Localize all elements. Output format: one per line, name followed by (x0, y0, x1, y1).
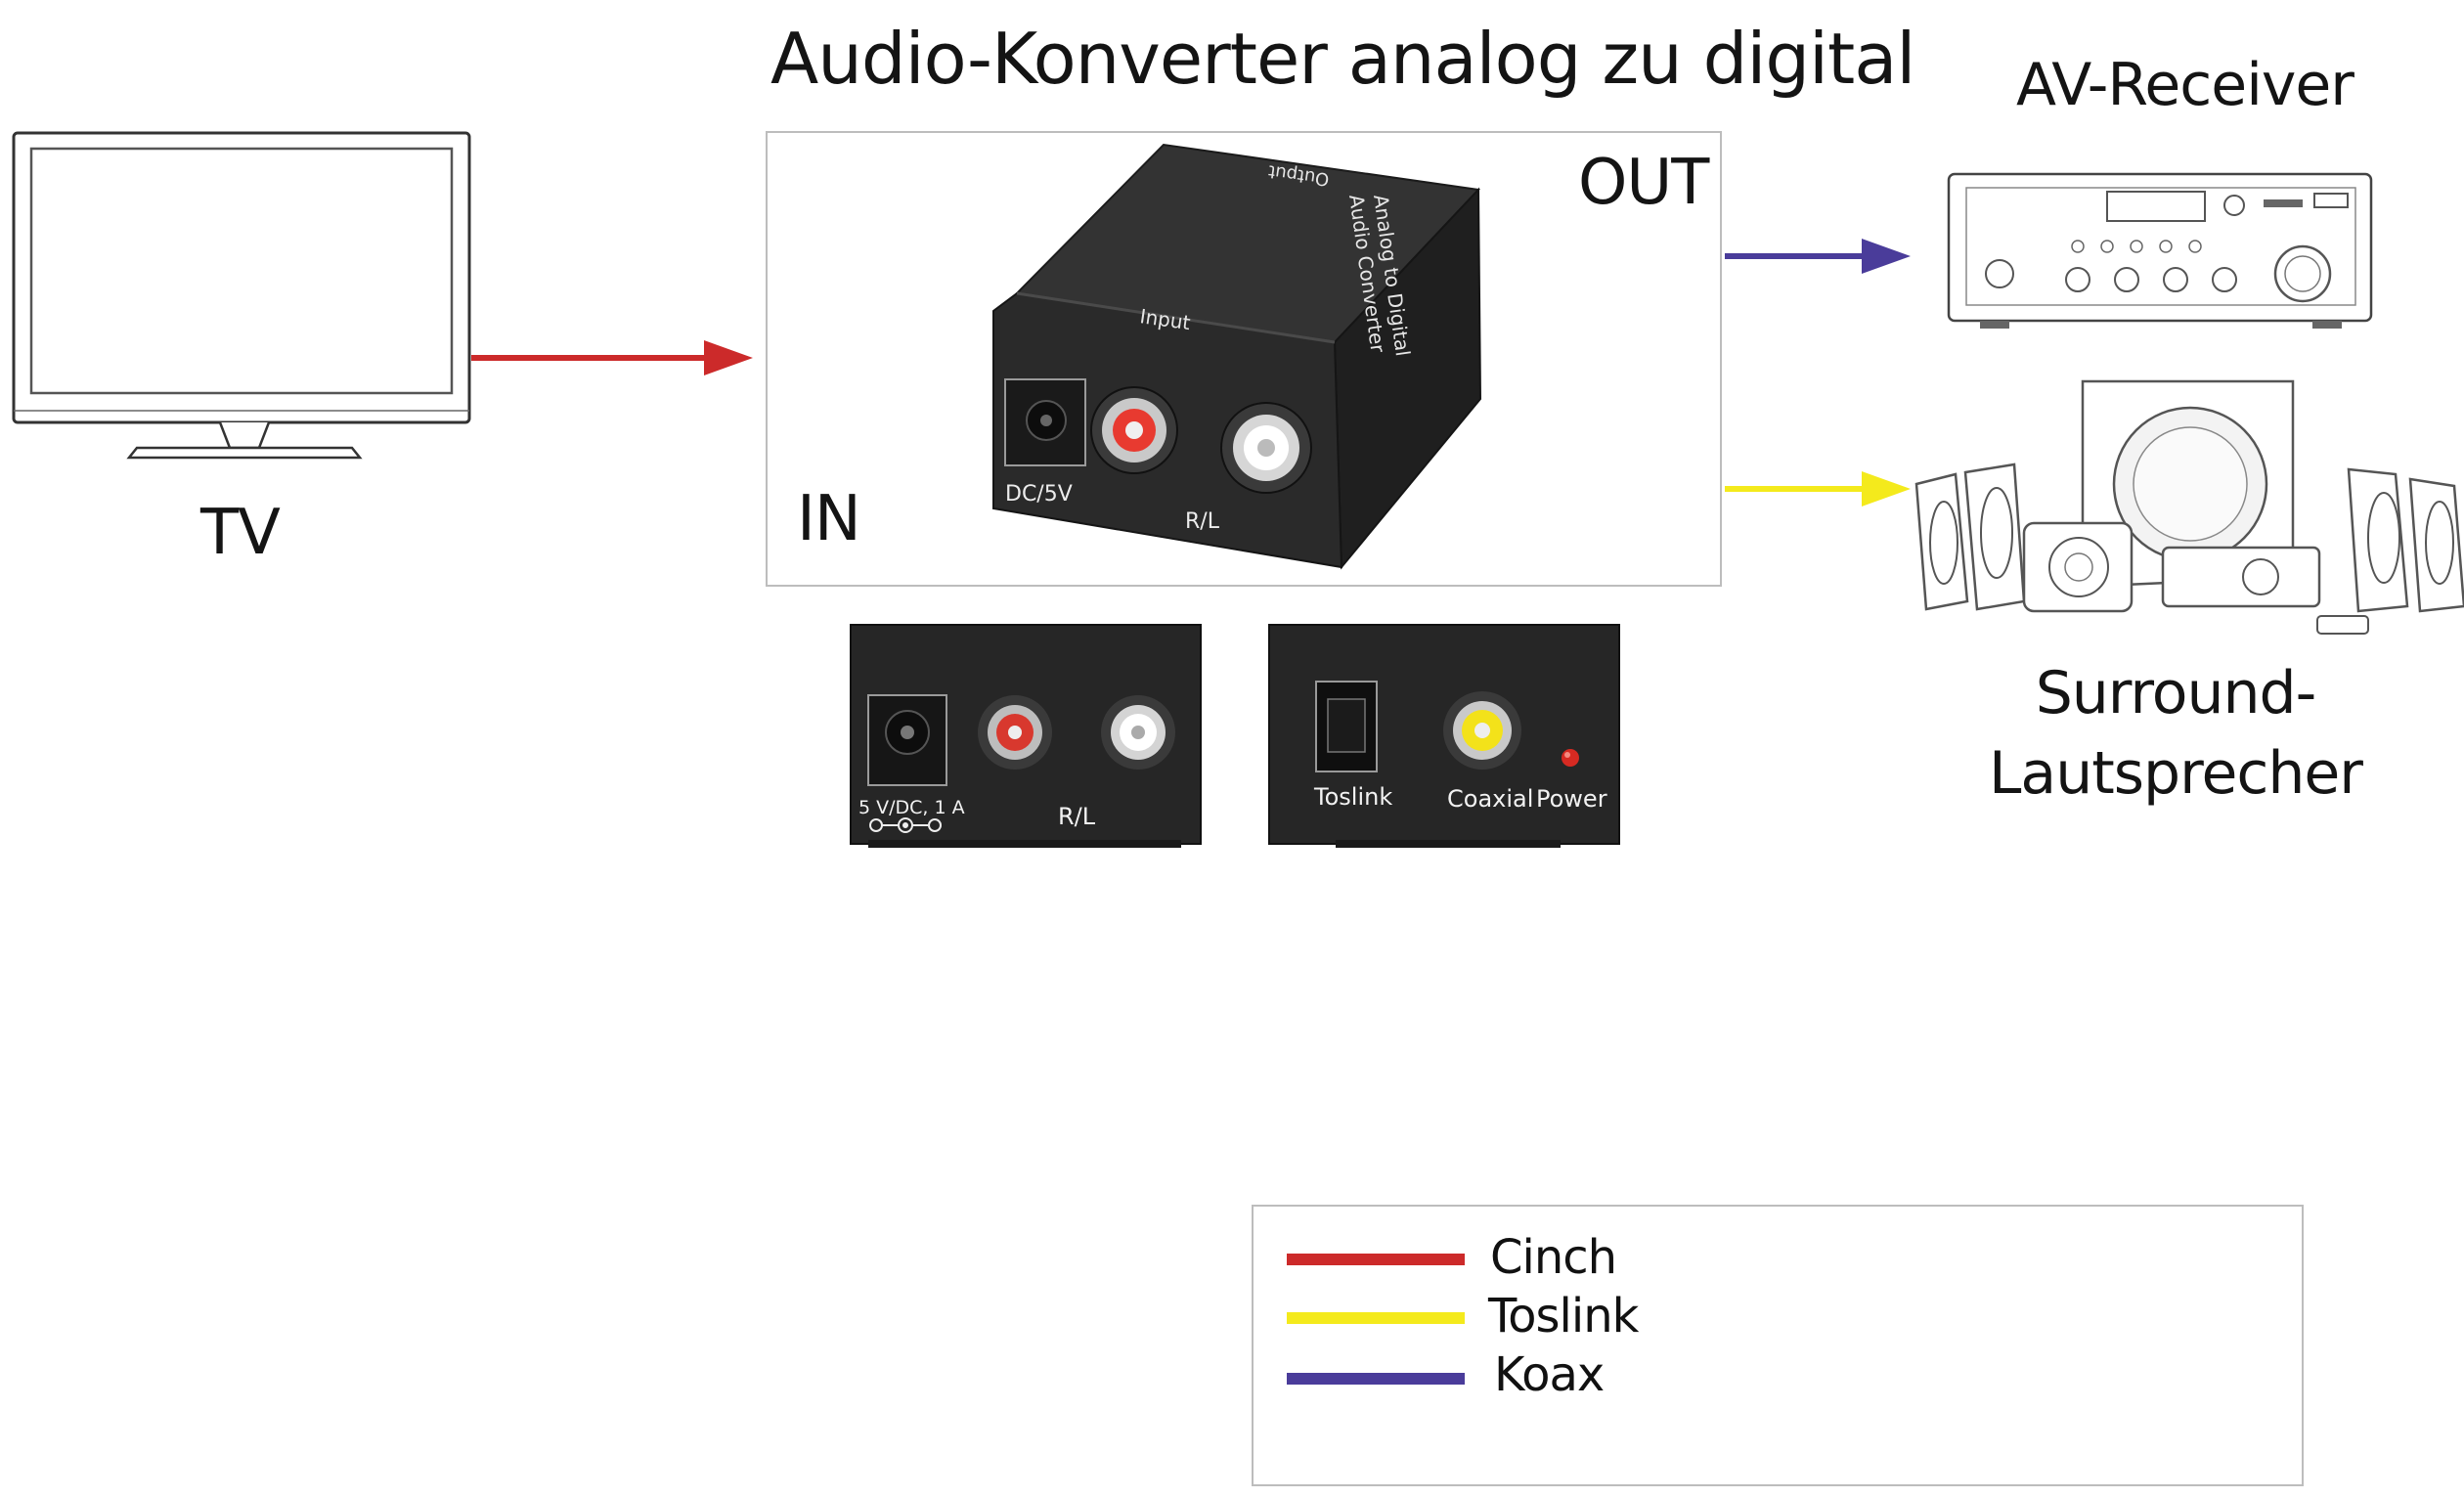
legend-cinch-swatch (1287, 1254, 1465, 1265)
toslink-arrow-head (1862, 471, 1911, 507)
legend-toslink-swatch (1287, 1312, 1465, 1324)
input-panel-power-label: 5 V/DC, 1 A (858, 797, 965, 818)
tv-screen (29, 147, 454, 395)
output-arrows (1725, 239, 1911, 507)
diagram-title: Audio-Konverter analog zu digital (770, 18, 1915, 100)
input-panel-rl-label: R/L (1058, 803, 1096, 830)
output-panel-toslink-label: Toslink (1314, 783, 1393, 811)
output-panel-coaxial-label: Coaxial (1447, 785, 1534, 813)
converter-rl-label: R/L (1185, 509, 1220, 534)
legend-koax-swatch (1287, 1373, 1465, 1385)
tv-neck (218, 421, 271, 450)
converter-frame (766, 131, 1722, 587)
in-label: IN (797, 483, 861, 555)
polarity-symbol-icon (869, 817, 942, 833)
input-panel: 5 V/DC, 1 A R/L (849, 623, 1203, 850)
out-label: OUT (1578, 147, 1709, 219)
cinch-arrow (471, 340, 753, 375)
output-panel: Toslink Coaxial Power (1267, 623, 1621, 850)
av-receiver-illustration (1947, 172, 2373, 329)
surround-speakers-illustration (1914, 379, 2464, 635)
converter-dc-label: DC/5V (1005, 482, 1073, 507)
surround-label-line2: Lautsprecher (1989, 739, 2363, 808)
cinch-arrow-head (704, 340, 753, 375)
surround-label: Surround- Lautsprecher (1989, 653, 2363, 814)
legend-toslink-label: Toslink (1488, 1289, 1639, 1344)
converter-device: Analog to Digital Audio Converter Output… (992, 143, 1482, 570)
legend-cinch-label: Cinch (1490, 1230, 1617, 1285)
av-receiver-label: AV-Receiver (2016, 51, 2354, 119)
legend-koax-label: Koax (1494, 1347, 1605, 1402)
power-led-icon (1562, 749, 1579, 767)
tv-label: TV (200, 497, 281, 569)
output-panel-power-label: Power (1536, 785, 1607, 813)
surround-label-line1: Surround- (2035, 659, 2317, 727)
legend: Cinch Toslink Koax (1252, 1205, 2304, 1486)
tv-illustration (12, 131, 471, 460)
tv-foot (126, 446, 363, 460)
koax-arrow-head (1862, 239, 1911, 274)
